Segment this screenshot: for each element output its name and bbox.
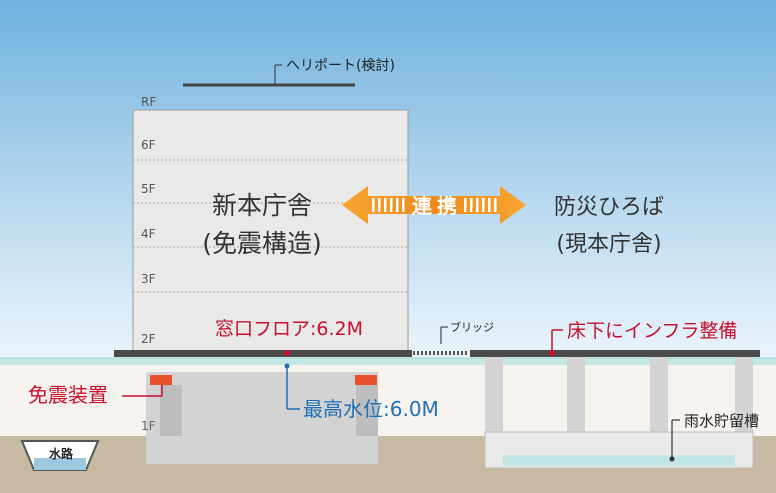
support-column [735,357,753,449]
seismic-label: 免震装置 [28,383,108,407]
support-column [485,357,503,449]
link-label: 携 [437,194,457,218]
infra-marker [549,350,555,356]
foundation-pier [160,385,182,436]
rain-tank-label: 雨水貯留槽 [684,412,759,430]
plaza-subtitle: (現本庁舎) [556,232,661,257]
building-foundation [146,372,378,464]
bridge-label: ブリッジ [450,320,494,334]
floor-label: RF [141,95,156,109]
seismic-isolator [150,375,172,385]
waterway-label: 水路 [49,446,74,461]
plaza-title: 防災ひろば [554,195,664,220]
floor-label: 2F [141,332,156,346]
rain-tank-water [503,455,735,466]
new-building [132,109,409,353]
floor-label: 4F [141,227,156,241]
max-water-label: 最高水位:6.0M [303,397,439,421]
water-surface [0,358,776,365]
new-building-title: 新本庁舎 [212,191,312,220]
floor-label: 5F [141,182,156,196]
floor-label: 6F [141,138,156,152]
window-floor-marker [284,350,290,356]
link-label: 連 [412,194,433,218]
support-column [567,357,585,432]
plaza-slab [470,350,760,357]
seismic-isolator [355,375,377,385]
support-column [650,357,668,432]
window-floor-label: 窓口フロア:6.2M [215,318,363,340]
foundation-pier [356,385,378,436]
floor-label: 1F [141,419,156,433]
waterway-water [34,458,86,470]
infra-label: 床下にインフラ整備 [567,320,737,342]
link-arrow [342,186,526,224]
floor-slab [114,350,412,357]
floor-label: 3F [141,272,156,286]
arrow-stripes [372,198,497,212]
heliport-label: ヘリポート(検討) [286,58,395,74]
new-building-subtitle: (免震構造) [202,229,322,258]
